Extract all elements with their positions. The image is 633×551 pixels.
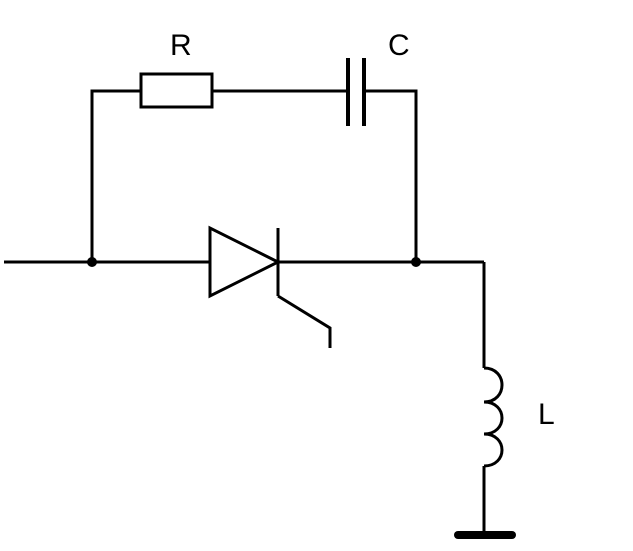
- right-branch-wire: [364, 89, 418, 262]
- junction-right: [411, 257, 421, 267]
- capacitor-label: C: [388, 29, 410, 62]
- thyristor: [208, 225, 332, 348]
- resistor-label: R: [170, 29, 192, 62]
- left-branch-wire: [90, 89, 141, 262]
- junction-left: [87, 257, 97, 267]
- thyristor-gate: [277, 294, 332, 348]
- capacitor: [346, 58, 366, 126]
- resistor: [139, 72, 214, 109]
- thyristor-triangle: [208, 225, 282, 299]
- inductor: [483, 366, 504, 468]
- inductor-label: L: [538, 398, 555, 431]
